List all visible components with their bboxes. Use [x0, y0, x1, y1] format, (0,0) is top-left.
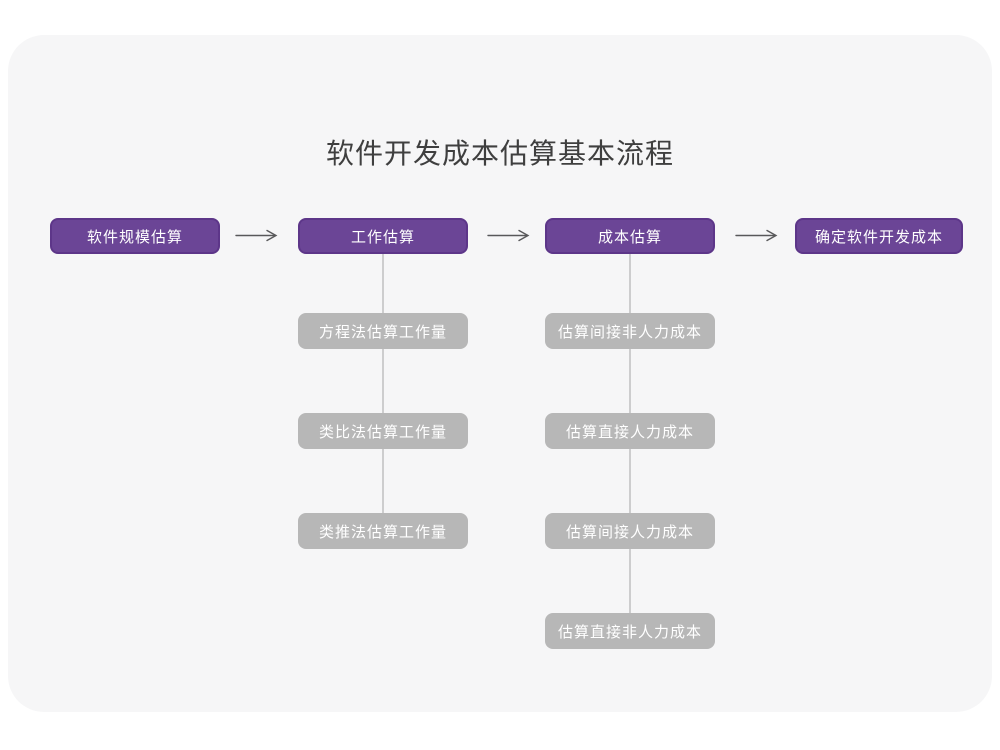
- substep-node-direct-labor-cost: 估算直接人力成本: [545, 413, 715, 449]
- right-arrow-icon: [735, 229, 779, 242]
- substep-label: 估算直接人力成本: [565, 423, 694, 441]
- substep-label: 类推法估算工作量: [318, 523, 447, 541]
- substep-node-direct-nonlabor-cost: 估算直接非人力成本: [545, 613, 715, 649]
- substep-label: 估算间接非人力成本: [557, 323, 702, 341]
- stage-label: 工作估算: [350, 228, 415, 246]
- stage-label: 成本估算: [597, 228, 662, 246]
- substep-node-analogy-method: 类比法估算工作量: [298, 413, 468, 449]
- stage-node-determine-dev-cost: 确定软件开发成本: [795, 218, 963, 254]
- right-arrow-icon: [487, 229, 531, 242]
- substep-label: 估算间接人力成本: [565, 523, 694, 541]
- substep-label: 方程法估算工作量: [318, 323, 447, 341]
- diagram-title: 软件开发成本估算基本流程: [325, 138, 674, 169]
- stage-node-software-scale-estimation: 软件规模估算: [50, 218, 220, 254]
- connector-line-work: [382, 254, 384, 514]
- stage-label: 软件规模估算: [86, 228, 183, 246]
- substep-label: 类比法估算工作量: [318, 423, 447, 441]
- stage-node-cost-estimation: 成本估算: [545, 218, 715, 254]
- substep-label: 估算直接非人力成本: [557, 623, 702, 641]
- flowchart-card: 软件开发成本估算基本流程 软件规模估算 工作估算 成本估算 确定软件开发成本: [8, 35, 992, 712]
- substep-node-extrapolation-method: 类推法估算工作量: [298, 513, 468, 549]
- substep-node-indirect-nonlabor-cost: 估算间接非人力成本: [545, 313, 715, 349]
- substep-node-indirect-labor-cost: 估算间接人力成本: [545, 513, 715, 549]
- stage-node-work-estimation: 工作估算: [298, 218, 468, 254]
- stage-label: 确定软件开发成本: [814, 228, 943, 246]
- right-arrow-icon: [235, 229, 279, 242]
- substep-node-equation-method: 方程法估算工作量: [298, 313, 468, 349]
